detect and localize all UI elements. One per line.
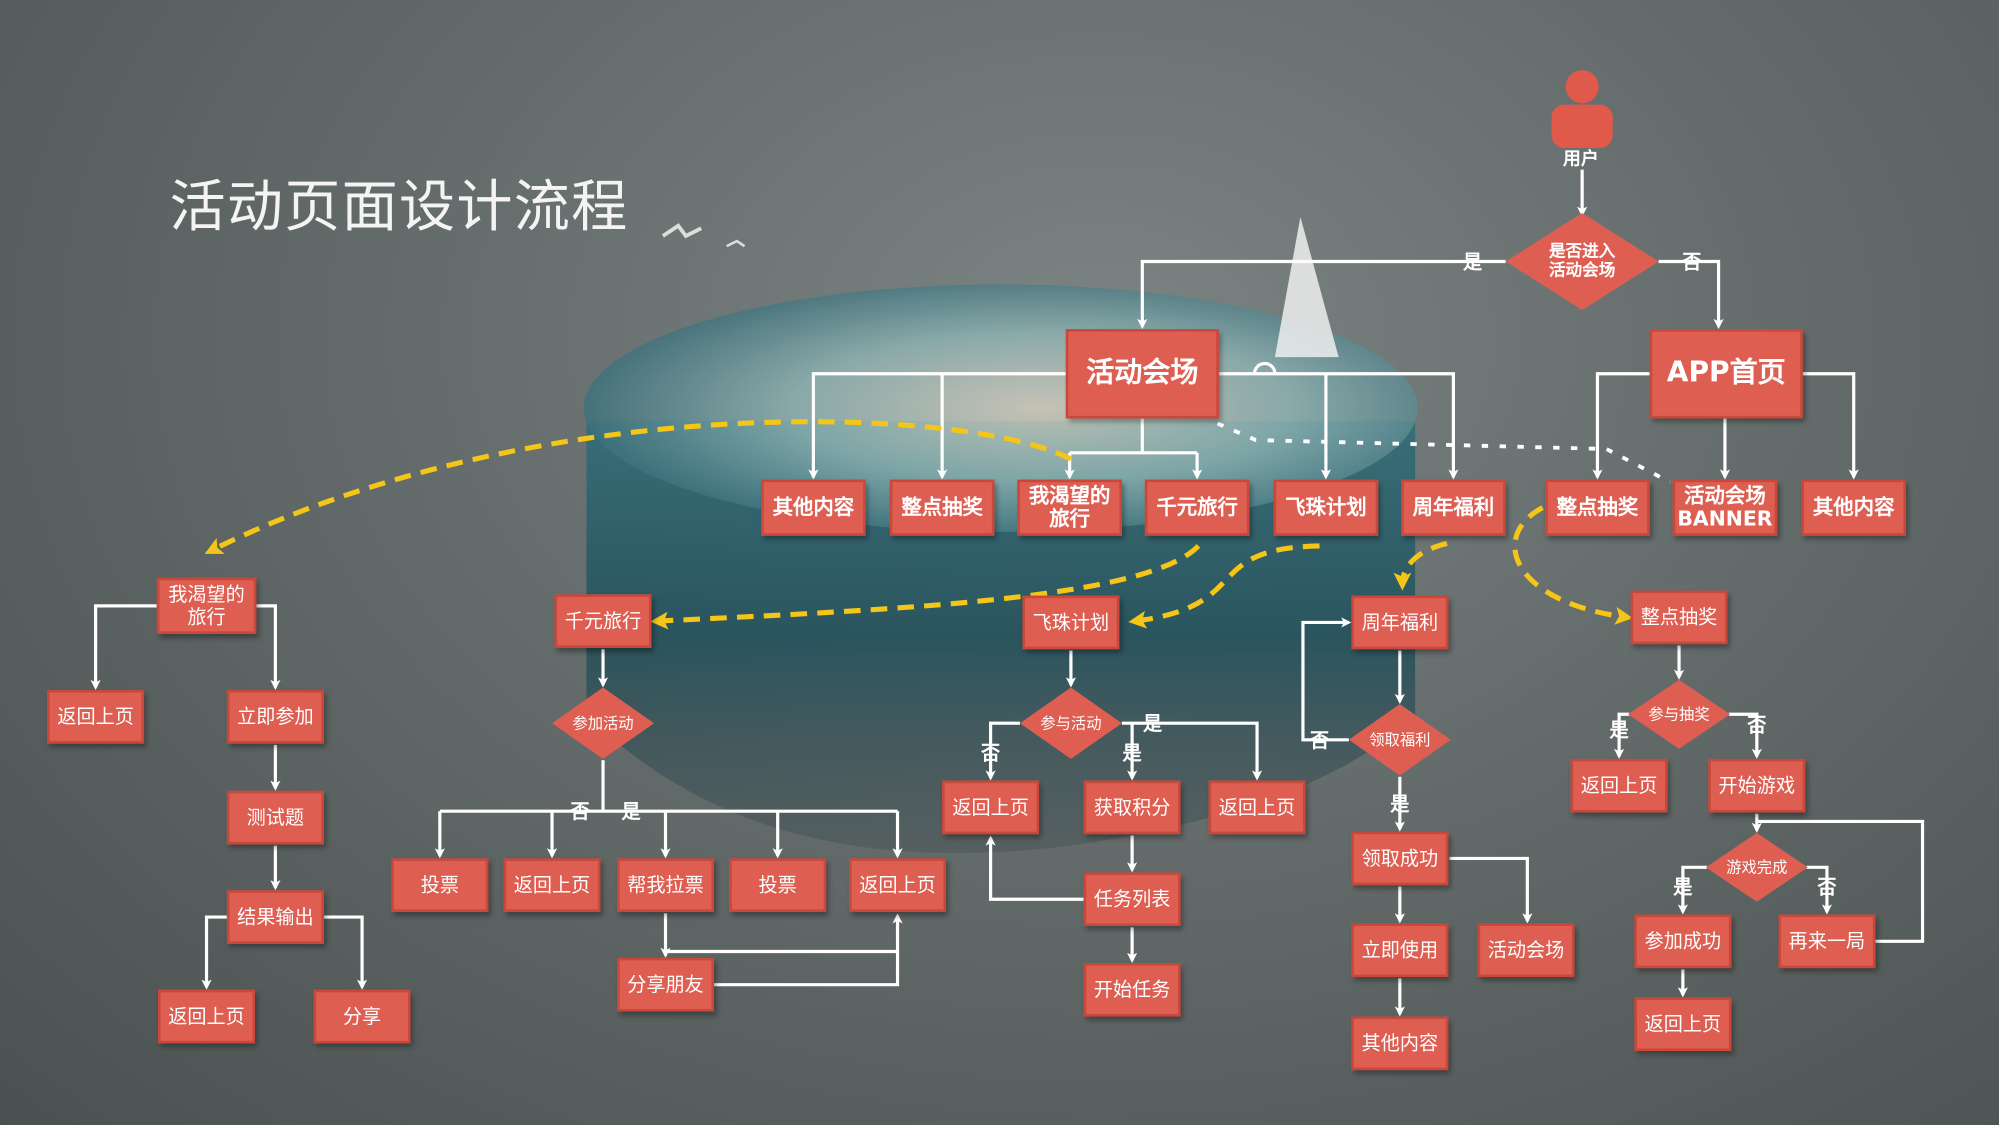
connector	[1301, 617, 1352, 742]
step-t-vote2: 投票	[729, 858, 827, 912]
user-icon	[1551, 70, 1613, 148]
connector	[90, 604, 157, 691]
step-a-lottery: 整点抽奖	[1545, 479, 1650, 536]
step-dream-back: 返回上页	[47, 690, 145, 744]
step-thousand: 千元旅行	[554, 594, 652, 648]
connector	[1658, 259, 1724, 330]
connector	[1592, 372, 1650, 480]
connector	[985, 835, 1084, 901]
connector	[1756, 819, 1925, 943]
edge-label-t-no: 否	[570, 800, 590, 824]
step-t-share: 分享朋友	[617, 957, 714, 1012]
edge-label-l-yes: 是	[1609, 718, 1629, 742]
step-result-back: 返回上页	[158, 989, 255, 1044]
edge-label-d-no: 否	[1817, 875, 1837, 899]
edge-label-l-no: 否	[1747, 713, 1767, 737]
connector	[1677, 865, 1708, 915]
connector	[713, 913, 903, 987]
step-anniv: 周年福利	[1351, 595, 1449, 650]
step-dream-join: 立即参加	[226, 690, 324, 744]
step-v-thousand: 千元旅行	[1144, 479, 1250, 536]
step-t-canvass: 帮我拉票	[617, 858, 714, 912]
step-t-back2: 返回上页	[849, 858, 946, 912]
user-label: 用户	[1563, 149, 1599, 170]
step-share: 分享	[313, 989, 411, 1044]
step-p-back1: 返回上页	[942, 780, 1040, 835]
edge-label-an-yes: 是	[1390, 792, 1410, 816]
step-l-joined: 参加成功	[1634, 914, 1732, 969]
page-title: 活动页面设计流程	[169, 174, 629, 240]
edge-label-p-no: 否	[981, 741, 1001, 765]
step-p-points: 获取积分	[1083, 780, 1181, 835]
line-jump	[1252, 361, 1277, 374]
connector	[1806, 865, 1833, 915]
step-an-use: 立即使用	[1351, 923, 1449, 978]
step-p-tasks: 任务列表	[1083, 872, 1181, 927]
connector	[985, 721, 1020, 781]
step-venue: 活动会场	[1065, 329, 1219, 419]
step-l-back: 返回上页	[1570, 758, 1668, 813]
step-t-vote1: 投票	[391, 858, 489, 912]
connector	[1614, 712, 1630, 759]
step-l-back2: 返回上页	[1634, 997, 1732, 1052]
step-dream: 我渴望的 旅行	[156, 577, 257, 634]
step-lottery: 整点抽奖	[1630, 590, 1728, 645]
step-v-dream: 我渴望的 旅行	[1017, 479, 1122, 536]
step-p-back2: 返回上页	[1208, 780, 1306, 835]
step-an-other: 其他内容	[1351, 1016, 1449, 1071]
connector	[201, 915, 227, 990]
edge-label-p-yes2: 是	[1142, 712, 1163, 736]
edge-label-t-yes: 是	[621, 800, 641, 824]
step-quiz: 测试题	[226, 790, 324, 845]
connector	[323, 915, 368, 990]
connector	[808, 372, 1066, 480]
highlight-flow-arrow	[650, 544, 1201, 630]
step-a-banner: 活动会场 BANNER	[1672, 479, 1778, 536]
step-p-start: 开始任务	[1083, 963, 1181, 1017]
connector	[256, 604, 281, 691]
highlight-flow-arrow	[1393, 540, 1448, 591]
step-result: 结果输出	[226, 890, 324, 944]
dotted-link	[1216, 421, 1672, 484]
step-v-pearl: 飞珠计划	[1273, 479, 1379, 536]
step-t-back1: 返回上页	[503, 858, 601, 912]
edge-label-enter-no: 否	[1682, 250, 1702, 274]
edge-label-an-no: 否	[1309, 728, 1330, 752]
step-an-venue: 活动会场	[1477, 923, 1575, 978]
step-l-again: 再来一局	[1778, 914, 1876, 969]
step-a-other: 其他内容	[1801, 479, 1906, 536]
step-an-success: 领取成功	[1351, 831, 1449, 886]
edge-label-enter-yes: 是	[1462, 250, 1483, 274]
step-app-home: APP首页	[1649, 329, 1803, 419]
highlight-flow-arrow	[204, 419, 1073, 554]
connector	[1218, 372, 1459, 480]
step-v-other: 其他内容	[761, 479, 866, 536]
edge-label-d-yes: 是	[1673, 875, 1693, 899]
step-l-start: 开始游戏	[1708, 758, 1806, 813]
connector	[1121, 721, 1263, 781]
connector	[1802, 372, 1859, 480]
connector	[1728, 712, 1762, 759]
step-v-lottery: 整点抽奖	[889, 479, 995, 536]
edge-label-p-yes1: 是	[1122, 741, 1142, 765]
connector	[1137, 259, 1506, 330]
step-pearl: 飞珠计划	[1022, 595, 1120, 650]
highlight-flow-arrow	[1128, 543, 1320, 629]
connector	[1449, 856, 1533, 924]
step-v-anniv: 周年福利	[1401, 479, 1506, 536]
